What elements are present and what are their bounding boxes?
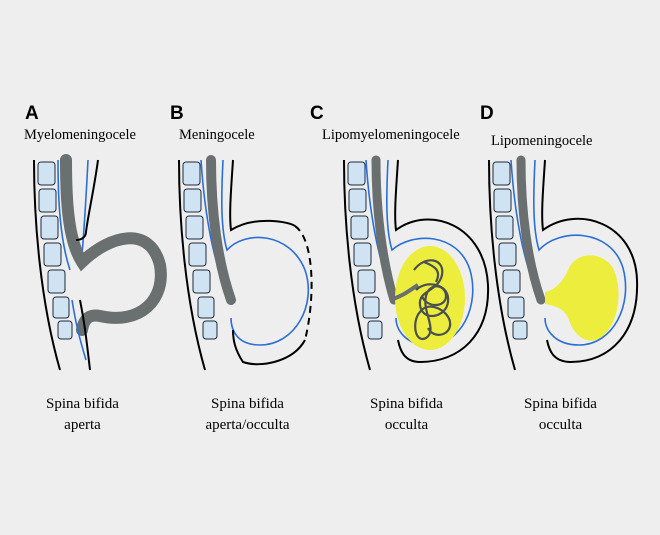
panel-letter: D [480, 103, 494, 124]
caption-line-1: Spina bifida [211, 396, 284, 412]
panel-caption: Spina bifida occulta [324, 394, 489, 436]
caption-line-1: Spina bifida [46, 396, 119, 412]
panel-title: Lipomeningocele [491, 133, 593, 149]
caption-line-2: aperta/occulta [205, 417, 290, 433]
panel-title: Meningocele [179, 127, 255, 143]
panel-caption: Spina bifida occulta [478, 394, 643, 436]
panel-letter: C [310, 103, 324, 124]
caption-line-1: Spina bifida [524, 396, 597, 412]
panel-title: Myelomeningocele [24, 127, 136, 143]
panel-b: B Meningocele Spina bifida aperta/occult… [165, 0, 330, 535]
caption-line-1: Spina bifida [370, 396, 443, 412]
figure-d [488, 155, 639, 371]
panel-c: C Lipomyelomeningocele Spina bifida occu… [310, 0, 495, 535]
caption-line-2: occulta [538, 417, 583, 433]
panel-caption: Spina bifida aperta [0, 394, 165, 436]
panel-d: D Lipomeningocele Spina bifida occulta [480, 0, 660, 535]
panel-caption: Spina bifida aperta/occulta [165, 394, 330, 436]
panel-a: A Myelomeningocele Spina bifida aperta [0, 0, 165, 535]
panel-letter: A [25, 103, 39, 124]
figure-a [33, 154, 167, 371]
caption-line-2: aperta [64, 417, 101, 433]
figure-c [343, 155, 490, 371]
figure-b [178, 155, 313, 371]
caption-line-2: occulta [384, 417, 429, 433]
panel-title: Lipomyelomeningocele [322, 127, 460, 143]
panel-letter: B [170, 103, 184, 124]
